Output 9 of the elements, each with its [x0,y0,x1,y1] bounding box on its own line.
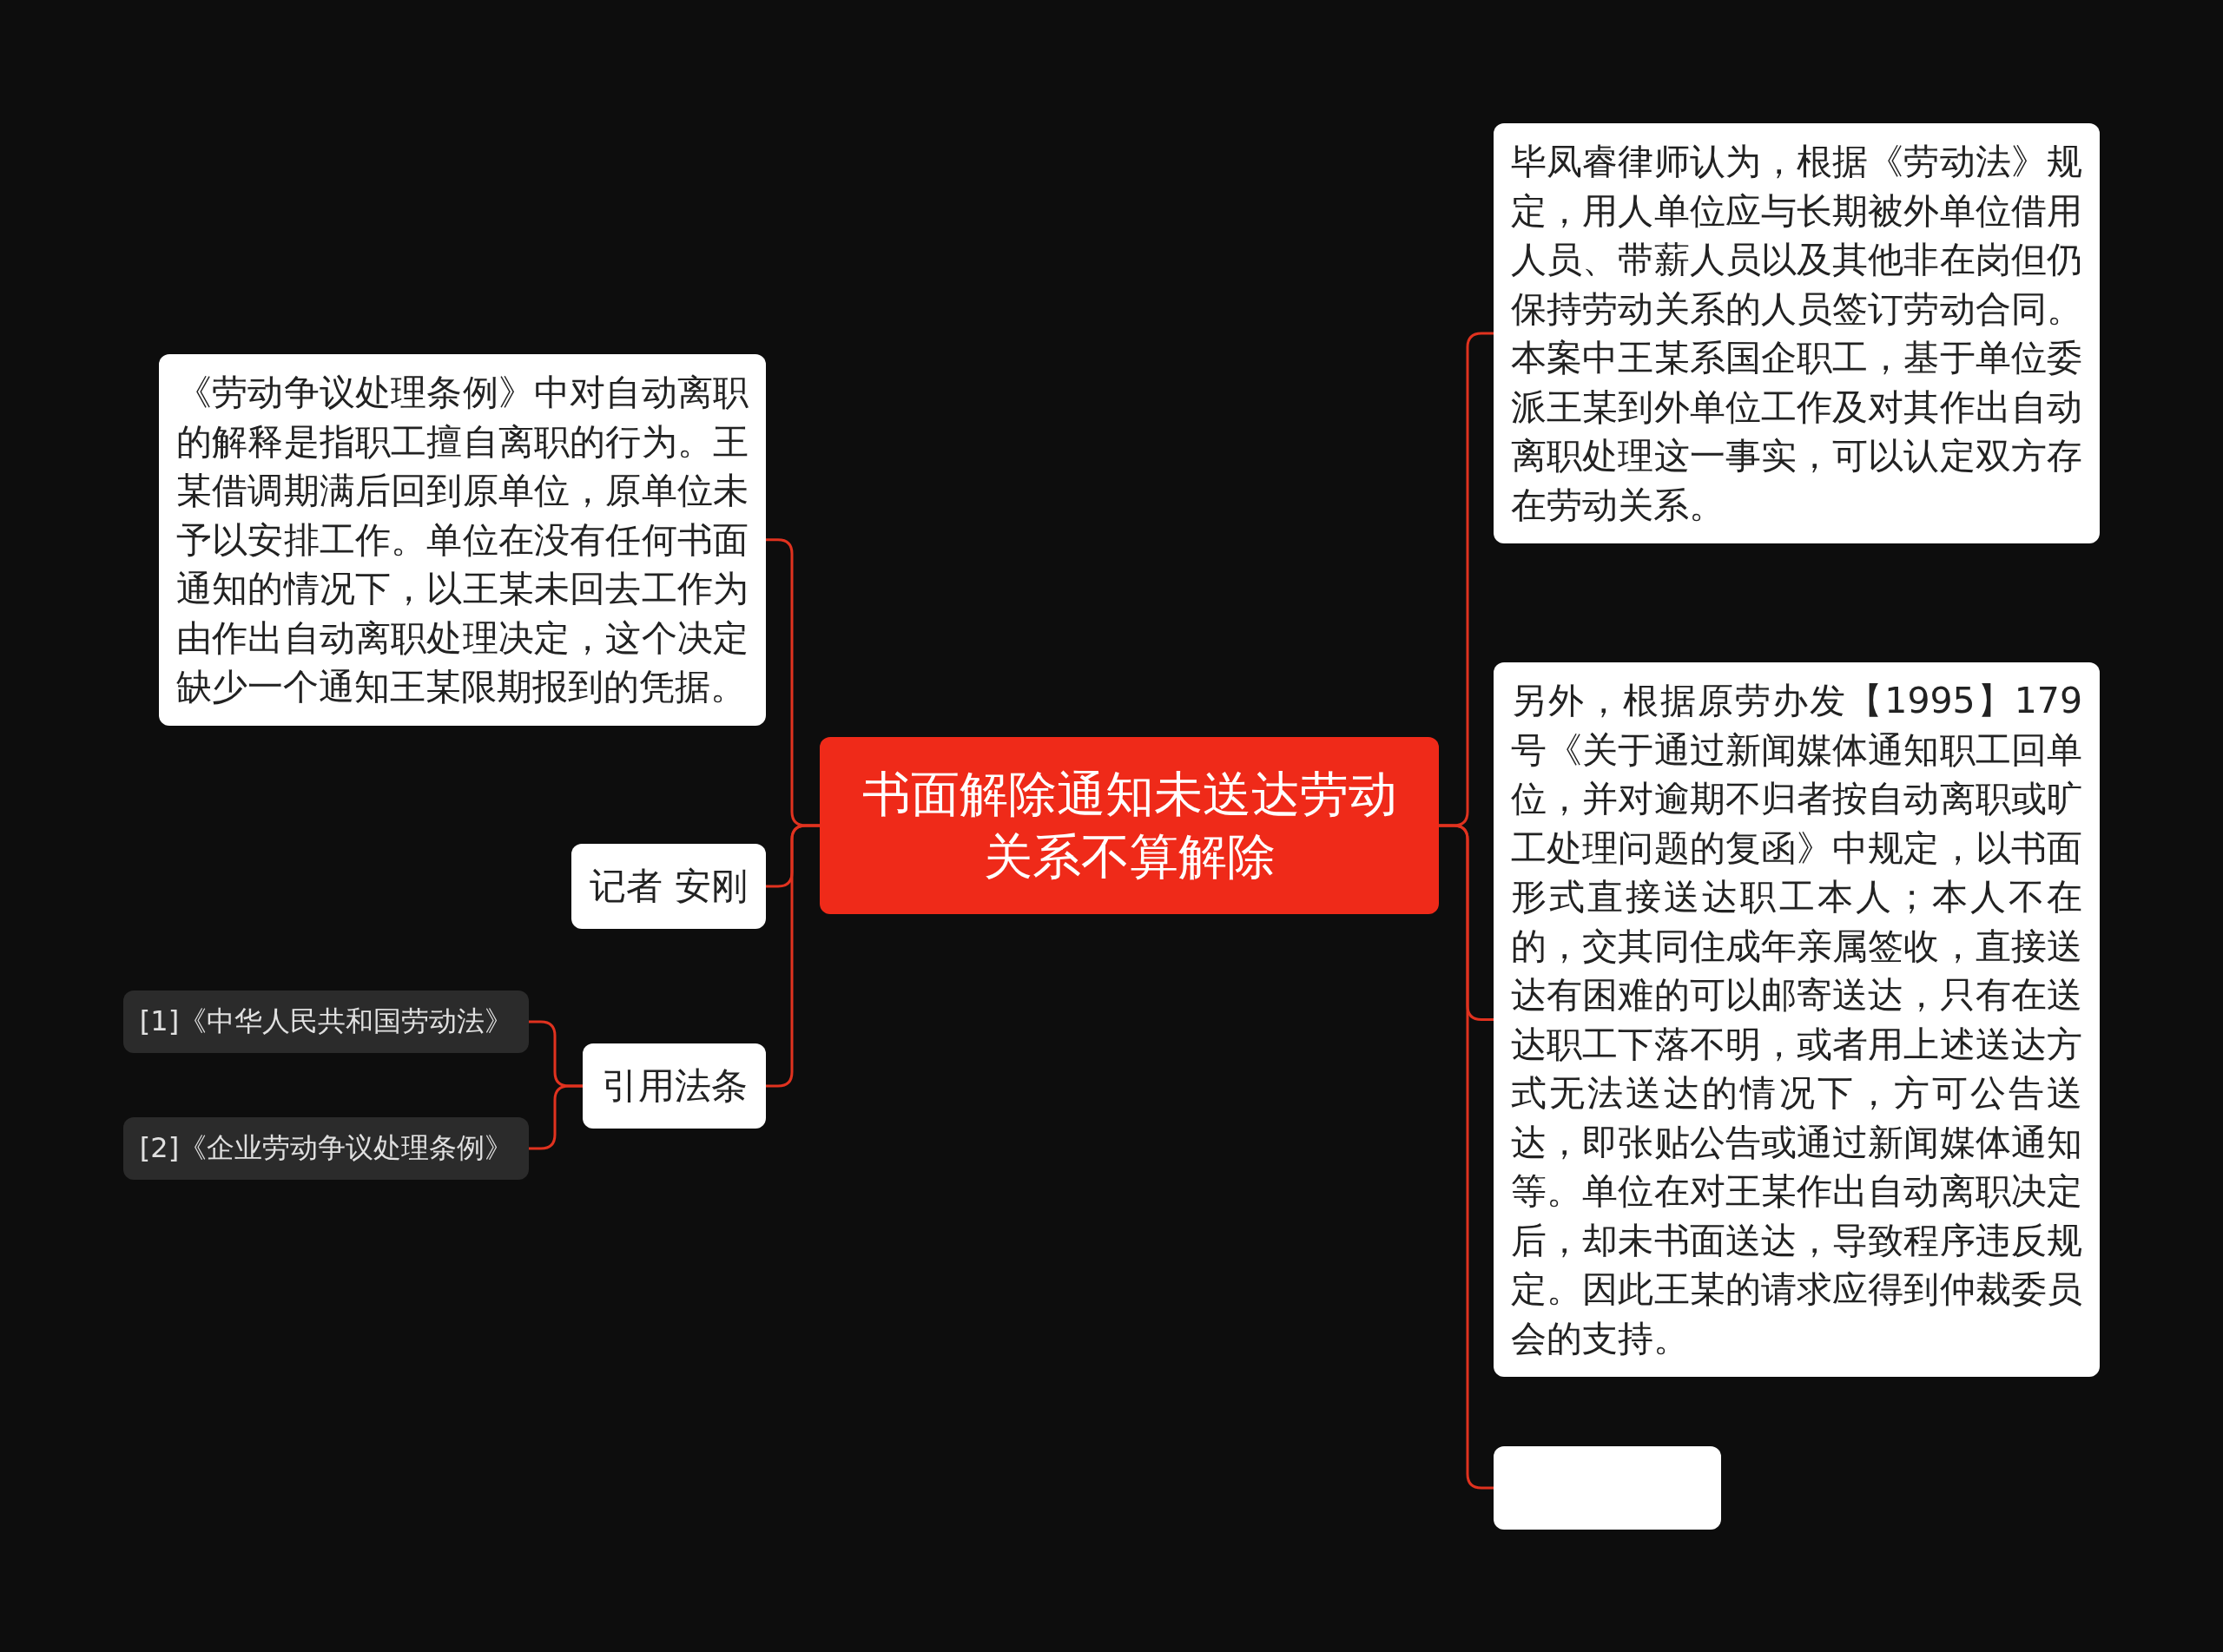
text-card: 毕凤睿律师认为，根据《劳动法》规定，用人单位应与长期被外单位借用人员、带薪人员以及其他非在岗但仍保持劳动关系的人员签订劳动合同。本案中王某系国企职工，基于单位委派王某到外单位工作及对其作出自动离职处理这一事实，可以认定双方存在劳动关系。 [1494,123,2100,543]
topic-box: 书面解除通知未送达劳动关系不算解除 [820,737,1439,914]
text-card: 另外，根据原劳办发【1995】179号《关于通过新闻媒体通知职工回单位，并对逾期不归者按自动离职或旷工处理问题的复函》中规定，以书面形式直接送达职工本人；本人不在的，交其同住成年亲属签收，直接送达有困难的可以邮寄送达，只有在送达职工下落不明，或者用上述送达方式无法送达的情况下，方可公告送达，即张贴公告或通过新闻媒体通知等。单位在对王某作出自动离职决定后，却未书面送达，导致程序违反规定。因此王某的请求应得到仲裁委员会的支持。 [1494,662,2100,1377]
reference-tag: [1]《中华人民共和国劳动法》 [123,991,529,1053]
blank-card [1494,1446,1721,1530]
text-card: 《劳动争议处理条例》中对自动离职的解释是指职工擅自离职的行为。王某借调期满后回到原单位，原单位未予以安排工作。单位在没有任何书面通知的情况下，以王某未回去工作为由作出自动离职处理决定，这个决定缺少一个通知王某限期报到的凭据。 [159,354,766,726]
label-box: 引用法条 [583,1043,766,1129]
label-box: 记者 安刚 [571,844,766,929]
reference-tag: [2]《企业劳动争议处理条例》 [123,1117,529,1180]
